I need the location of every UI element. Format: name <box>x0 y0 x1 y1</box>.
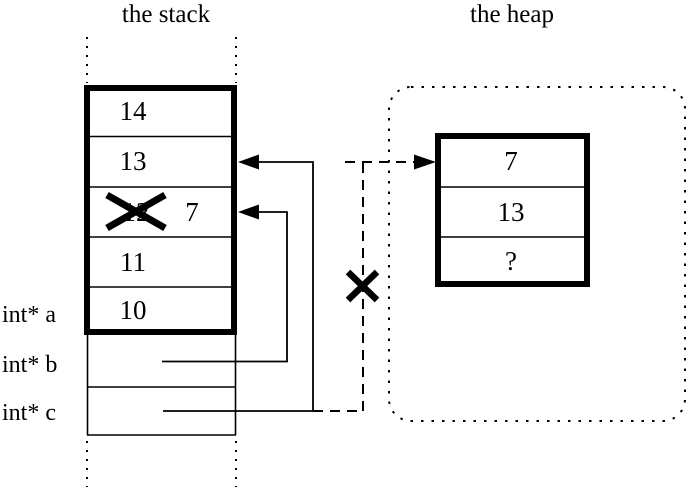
stack-cell-10: 10 <box>119 295 147 325</box>
heap-cell-13: 13 <box>497 197 525 227</box>
arrowhead-b-to-stack-icon <box>238 204 259 220</box>
x-mark-broken-pointer-icon <box>345 269 380 303</box>
heap-title: the heap <box>470 1 554 28</box>
heap-cell-unknown: ? <box>505 246 517 276</box>
label-int-ptr-a: int* a <box>2 302 56 328</box>
label-int-ptr-c: int* c <box>2 400 56 426</box>
heap-cell-7: 7 <box>504 146 518 176</box>
stack-cell-new-value-7: 7 <box>185 197 199 227</box>
pointer-variable-cells <box>86 335 237 436</box>
stack-cell-14: 14 <box>119 96 147 126</box>
stack-cell-13: 13 <box>119 146 147 176</box>
dashed-old-pointer-line <box>313 161 414 412</box>
stack-cell-11: 11 <box>120 247 146 277</box>
arrowhead-c-to-stack-icon <box>238 154 259 170</box>
stack-cell-old-value-12: 12 <box>122 197 150 227</box>
arrowhead-to-heap-icon <box>414 154 436 170</box>
stack-title: the stack <box>121 1 211 28</box>
label-int-ptr-b: int* b <box>2 352 58 378</box>
